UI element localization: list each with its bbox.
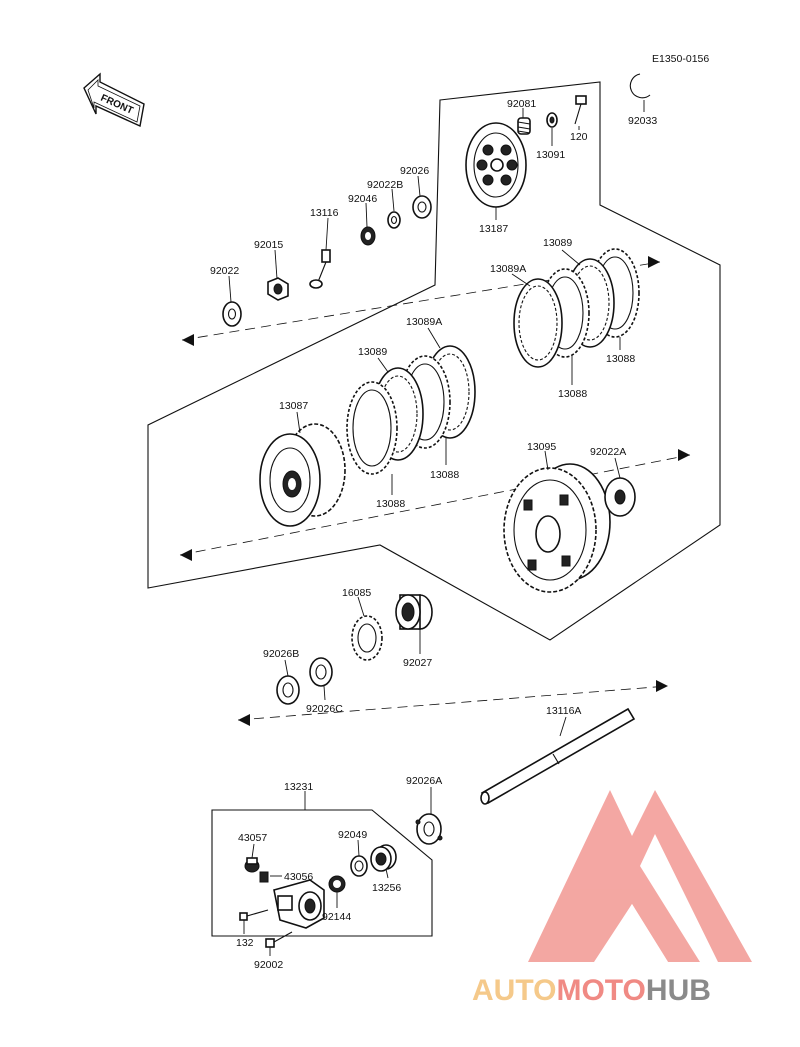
label-13088-mid: 13088: [430, 469, 459, 481]
front-arrow-icon: FRONT: [83, 72, 145, 128]
label-92022: 92022: [210, 265, 239, 277]
part-92026A-seal-plate-icon: [415, 813, 443, 845]
watermark-moto: MOTO: [556, 974, 645, 1007]
part-92033-circlip-icon: [629, 73, 651, 99]
part-43057-fitting-icon: [244, 857, 260, 873]
label-13116A: 13116A: [546, 705, 581, 717]
label-92015: 92015: [254, 239, 283, 251]
label-92033: 92033: [628, 115, 657, 127]
part-13095-clutch-housing-icon: [503, 463, 611, 593]
part-16085-gear-icon: [351, 615, 383, 661]
watermark-auto: AUTO: [472, 974, 556, 1007]
part-13091-washer-icon: [546, 112, 558, 128]
label-92022A: 92022A: [590, 446, 626, 458]
label-13256: 13256: [372, 882, 401, 894]
label-92026: 92026: [400, 165, 429, 177]
label-92026A: 92026A: [406, 775, 442, 787]
label-13088-right2: 13088: [558, 388, 587, 400]
label-92144: 92144: [322, 911, 351, 923]
part-labels: 92081 120 92033 13091 92026 92022B 92046…: [210, 98, 657, 971]
watermark-logo-icon: [528, 790, 752, 962]
label-16085: 16085: [342, 587, 371, 599]
part-13231-slave-cylinder-icon: [273, 879, 325, 929]
part-92046-bearing-icon: [360, 226, 376, 246]
label-13087: 13087: [279, 400, 308, 412]
label-13116: 13116: [310, 207, 339, 219]
label-92026C: 92026C: [306, 703, 343, 715]
part-92026B-washer-icon: [276, 675, 300, 705]
label-43056: 43056: [284, 871, 313, 883]
label-92027: 92027: [403, 657, 432, 669]
part-92002-bolt-icon: [265, 931, 293, 948]
label-92026B: 92026B: [263, 648, 299, 660]
label-92022B: 92022B: [367, 179, 403, 191]
clutch-assembly-outline: [147, 81, 721, 641]
label-13089-mid: 13089: [358, 346, 387, 358]
label-13095: 13095: [527, 441, 556, 453]
label-13089A-mid: 13089A: [406, 316, 442, 328]
part-92022A-thrust-washer-icon: [604, 477, 636, 517]
diagram-code: E1350-0156: [652, 53, 709, 65]
part-92027-needle-bearing-icon: [395, 594, 433, 630]
svg-text:AUTOMOTOHUB: AUTOMOTOHUB: [472, 974, 711, 1007]
label-43057: 43057: [238, 832, 267, 844]
label-92046: 92046: [348, 193, 377, 205]
part-13256-piston-icon: [370, 844, 397, 872]
label-13088-right: 13088: [606, 353, 635, 365]
label-13089A-top: 13089A: [490, 263, 526, 275]
part-13089A-steel-plate-icon: [513, 278, 563, 368]
part-13088-low-plate-icon: [346, 381, 398, 475]
axis-arrow-icons: [180, 256, 690, 726]
part-92144-spring-icon: [328, 875, 346, 893]
part-92022-washer-icon: [222, 301, 242, 327]
label-132: 132: [236, 937, 254, 949]
part-92026-washer-icon: [412, 195, 432, 219]
part-92081-spring-icon: [517, 117, 531, 135]
part-13187-pressure-plate-icon: [465, 122, 527, 208]
part-43056-bleeder-icon: [259, 871, 269, 883]
part-13116-pushrod-icon: [309, 249, 331, 289]
cover-assembly-outline: [211, 809, 433, 937]
automotohub-watermark: AUTOMOTOHUB: [472, 790, 752, 1007]
part-120-bolt-icon: [574, 95, 587, 125]
label-120: 120: [570, 131, 588, 143]
label-92002: 92002: [254, 959, 283, 971]
leader-lines: [228, 100, 645, 956]
label-92081: 92081: [507, 98, 536, 110]
part-92049-oil-seal-icon: [350, 855, 368, 877]
label-13091: 13091: [536, 149, 565, 161]
label-13231: 13231: [284, 781, 313, 793]
part-92026C-washer-icon: [309, 657, 333, 687]
part-132-bolt-icon: [239, 909, 269, 921]
part-92015-nut-icon: [267, 277, 289, 301]
label-13187: 13187: [479, 223, 508, 235]
part-13087-clutch-hub-icon: [259, 423, 346, 527]
part-92022B-washer-icon: [387, 211, 401, 229]
watermark-hub: HUB: [646, 974, 711, 1007]
part-13116A-long-pushrod-icon: [480, 707, 636, 805]
label-13088-low: 13088: [376, 498, 405, 510]
label-13089-top: 13089: [543, 237, 572, 249]
label-92049: 92049: [338, 829, 367, 841]
